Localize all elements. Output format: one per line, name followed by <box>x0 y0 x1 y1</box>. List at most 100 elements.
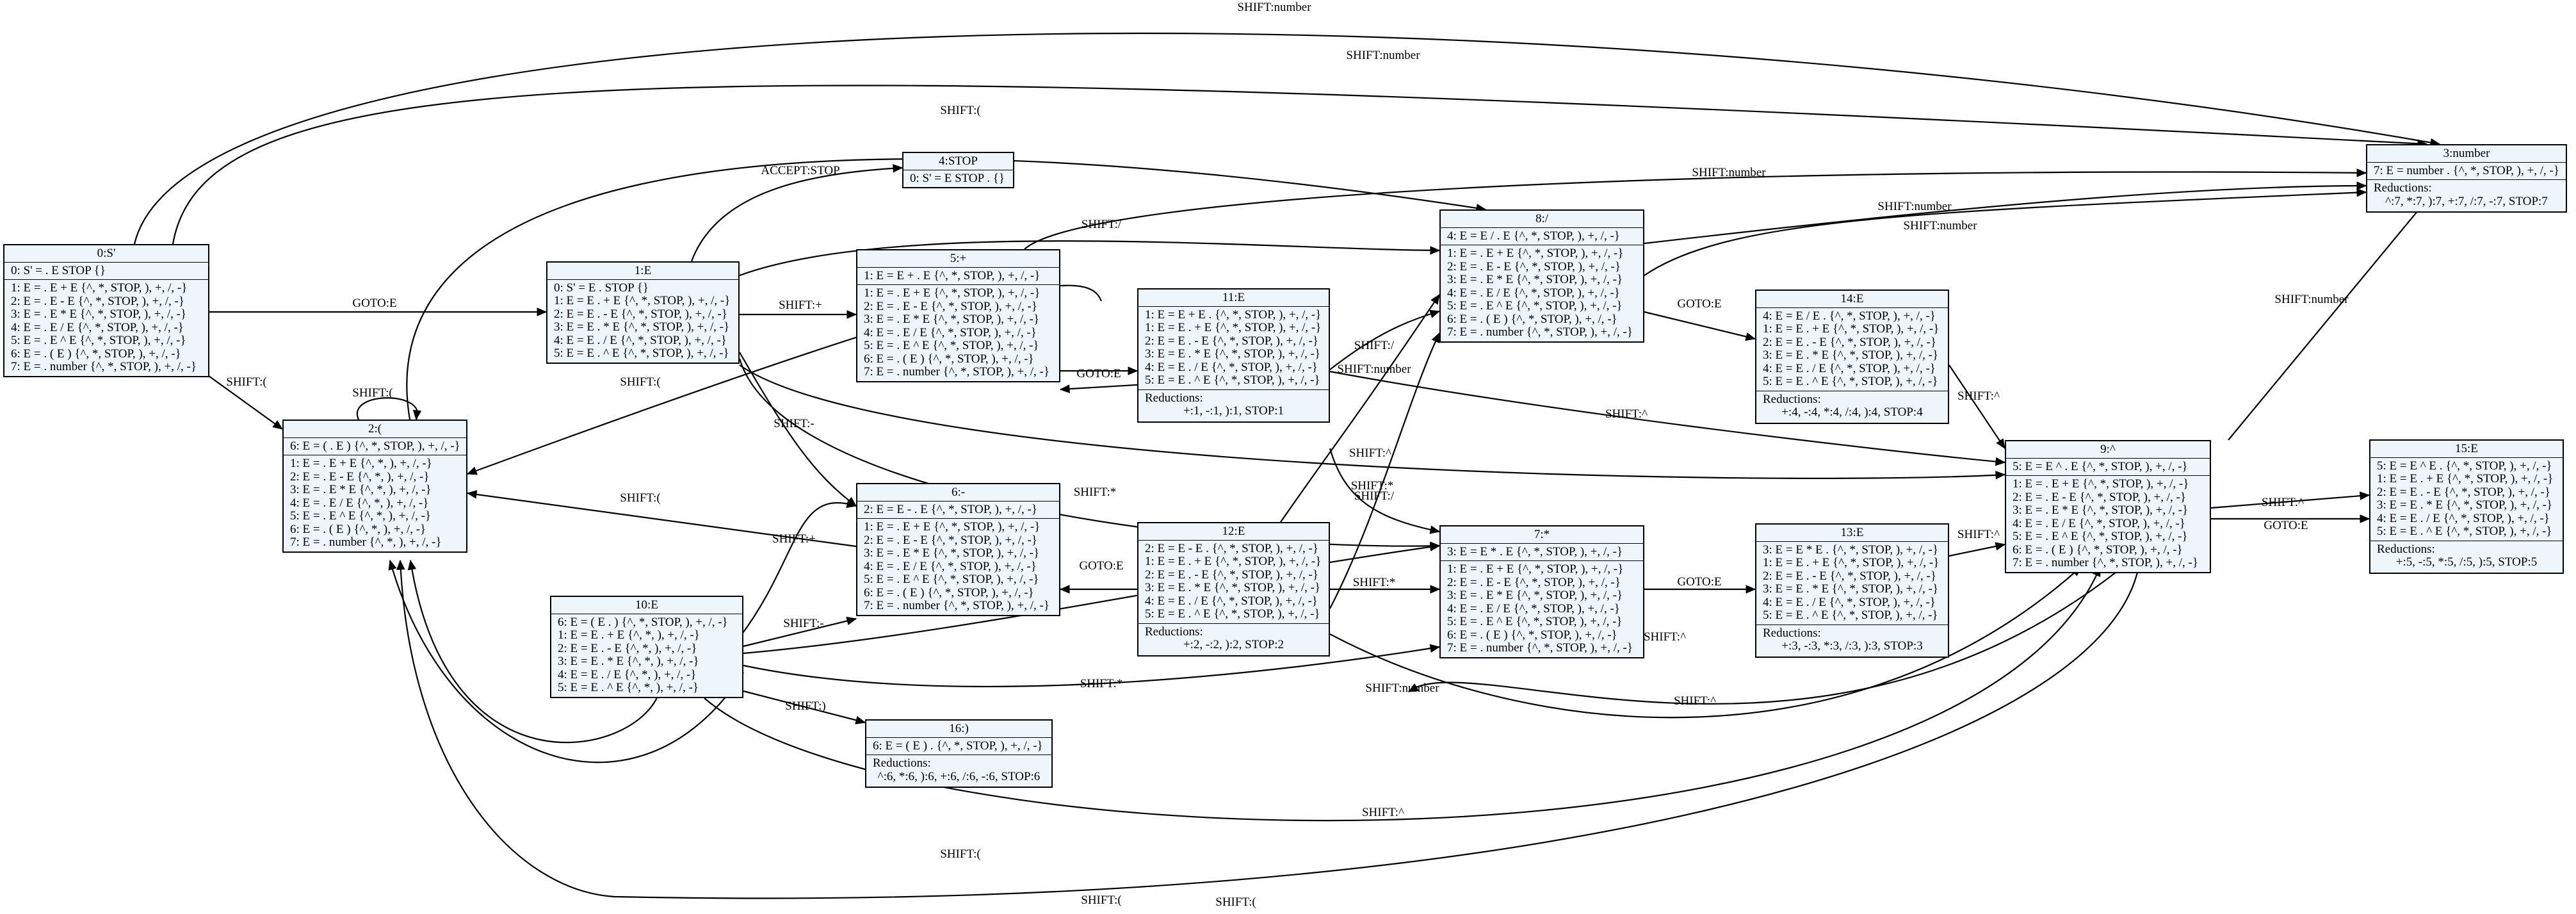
edge-23 <box>1329 310 1440 370</box>
item: 1: E = . E + E {^, *, STOP, ), +, /, -} <box>1447 562 1624 576</box>
edge-label: SHIFT:number <box>2274 293 2349 306</box>
arrowhead <box>1430 585 1441 594</box>
item: 4: E = E / E . {^, *, STOP, ), +, /, -} <box>1763 309 1936 323</box>
item: 3: E = E * E . {^, *, STOP, ), +, /, -} <box>1763 543 1939 557</box>
item: 3: E = E . * E {^, *, STOP, ), +, /, -} <box>1145 581 1321 594</box>
state-node-5[interactable]: 5:+1: E = E + . E {^, *, STOP, ), +, /, … <box>856 249 1060 382</box>
edge-18 <box>704 566 2102 822</box>
item: 2: E = E . - E {^, *, STOP, ), +, /, -} <box>554 307 727 321</box>
item: 1: E = E . + E {^, *, STOP, ), +, /, -} <box>554 294 731 307</box>
item: 1: E = E . + E {^, *, STOP, ), +, /, -} <box>1145 555 1322 568</box>
edge-label: SHIFT:* <box>1080 677 1123 690</box>
state-title: 3:number <box>2367 145 2566 163</box>
edge-label: SHIFT:number <box>1692 166 1766 179</box>
arrowhead <box>893 164 903 173</box>
state-node-6[interactable]: 6:-2: E = E - . E {^, *, STOP, ), +, /, … <box>856 483 1060 616</box>
closure-items: 0: S' = E . STOP {}1: E = E . + E {^, *,… <box>547 280 738 363</box>
edge-11 <box>467 492 857 548</box>
edge-label: SHIFT:number <box>1237 1 1311 14</box>
state-title: 0:S' <box>4 245 208 263</box>
edge-label: SHIFT:- <box>783 617 823 630</box>
edge-label: SHIFT:( <box>620 491 660 505</box>
edge-33 <box>1644 311 1756 340</box>
arrowhead <box>466 490 478 499</box>
reductions-value: +:3, -:3, *:3, /:3, ):3, STOP:3 <box>1781 639 1923 653</box>
item: 1: E = E + E . {^, *, STOP, ), +, /, -} <box>1145 307 1322 322</box>
kernel-items: 0: S' = E STOP . {} <box>903 170 1013 188</box>
state-title: 8:/ <box>1441 211 1643 228</box>
kernel-items: 7: E = number . {^, *, STOP, ), +, /, -} <box>2367 163 2566 180</box>
arrowhead <box>1429 644 1441 653</box>
edge-1 <box>172 85 2427 245</box>
item: 1: E = E . + E {^, *, STOP, ), +, /, -} <box>1763 556 1940 569</box>
state-title: 7:* <box>1441 526 1643 544</box>
state-node-9[interactable]: 9:^5: E = E ^ . E {^, *, STOP, ), +, /, … <box>2005 440 2211 573</box>
state-title: 2:( <box>284 421 466 438</box>
edge-label: SHIFT:( <box>620 375 660 389</box>
arrowhead <box>1745 332 1756 341</box>
item: 2: E = . E - E {^, *, STOP, ), +, /, -} <box>864 533 1037 547</box>
item: 5: E = E . ^ E {^, *, STOP, ), +, /, -} <box>2377 525 2552 538</box>
item: 5: E = . E ^ E {^, *, STOP, ), +, /, -} <box>11 334 186 347</box>
arrowhead <box>2360 514 2370 523</box>
arrowhead <box>1429 543 1441 551</box>
state-title: 6:- <box>857 484 1059 502</box>
closure-items: 5: E = E ^ E . {^, *, STOP, ), +, /, -}1… <box>2370 458 2563 541</box>
arrowhead <box>1430 293 1440 305</box>
edge-label: GOTO:E <box>2264 519 2308 532</box>
edge-4 <box>406 158 1486 420</box>
arrowhead <box>1059 384 1070 393</box>
state-node-8[interactable]: 8:/4: E = E / . E {^, *, STOP, ), +, /, … <box>1439 209 1644 343</box>
item: 2: E = E . - E {^, *, STOP, ), +, /, -} <box>1763 569 1936 583</box>
item: 6: E = . ( E ) {^, *, STOP, ), +, /, -} <box>864 585 1034 600</box>
edge-label: SHIFT:^ <box>1674 694 1716 708</box>
kernel-item: 3: E = E * . E {^, *, STOP, ), +, /, -} <box>1447 544 1623 559</box>
kernel-item: 0: S' = E STOP . {} <box>910 171 1005 185</box>
edge-31 <box>1329 566 2082 719</box>
kernel-items: 3: E = E * . E {^, *, STOP, ), +, /, -} <box>1441 544 1643 561</box>
reductions-value: ^:7, *:7, ):7, +:7, /:7, -:7, STOP:7 <box>2385 194 2548 208</box>
edge-6 <box>739 240 1440 277</box>
edge-37 <box>1948 543 2005 557</box>
edge-label: SHIFT:/ <box>1354 489 1395 503</box>
item: 1: E = . E + E {^, *, ), +, /, -} <box>290 457 432 470</box>
edge-label: GOTO:E <box>352 297 396 310</box>
arrowhead <box>396 559 405 570</box>
arrowhead <box>1996 438 2005 450</box>
state-node-0[interactable]: 0:S'0: S' = . E STOP {}1: E = . E + E {^… <box>3 244 209 377</box>
item: 4: E = E . / E {^, *, STOP, ), +, /, -} <box>1763 361 1936 375</box>
state-node-2[interactable]: 2:(6: E = ( . E ) {^, *, STOP, ), +, /, … <box>282 420 467 553</box>
item: 5: E = E . ^ E {^, *, STOP, ), +, /, -} <box>1145 607 1320 621</box>
state-node-7[interactable]: 7:*3: E = E * . E {^, *, STOP, ), +, /, … <box>1439 525 1644 658</box>
item: 7: E = . number {^, *, STOP, ), +, /, -} <box>11 360 197 373</box>
edge-label: SHIFT:( <box>940 847 980 861</box>
state-node-16[interactable]: 16:)6: E = ( E ) . {^, *, STOP, ), +, /,… <box>865 719 1053 788</box>
reductions-label: Reductions: <box>873 756 931 770</box>
state-title: 9:^ <box>2006 441 2210 459</box>
edge-19 <box>389 560 744 763</box>
kernel-items: 5: E = E ^ . E {^, *, STOP, ), +, /, -} <box>2006 459 2210 476</box>
item: 3: E = . E * E {^, *, STOP, ), +, /, -} <box>864 546 1040 560</box>
item: 3: E = . E * E {^, *, STOP, ), +, /, -} <box>11 307 187 321</box>
item: 5: E = . E ^ E {^, *, STOP, ), +, /, -} <box>864 339 1039 352</box>
edge-21 <box>743 544 1440 655</box>
item: 5: E = E . ^ E {^, *, STOP, ), +, /, -} <box>1763 375 1938 388</box>
item: 6: E = ( E . ) {^, *, STOP, ), +, /, -} <box>558 615 728 629</box>
kernel-item: 2: E = E - . E {^, *, STOP, ), +, /, -} <box>864 502 1037 516</box>
arrowhead <box>2356 168 2367 177</box>
item: 0: S' = E . STOP {} <box>554 281 649 295</box>
edge-label: SHIFT:number <box>1346 49 1420 62</box>
item: 4: E = E . / E {^, *, STOP, ), +, /, -} <box>554 333 727 347</box>
edge-self-loop <box>356 397 419 420</box>
arrowhead <box>1407 683 1419 692</box>
state-title: 14:E <box>1756 291 1948 308</box>
